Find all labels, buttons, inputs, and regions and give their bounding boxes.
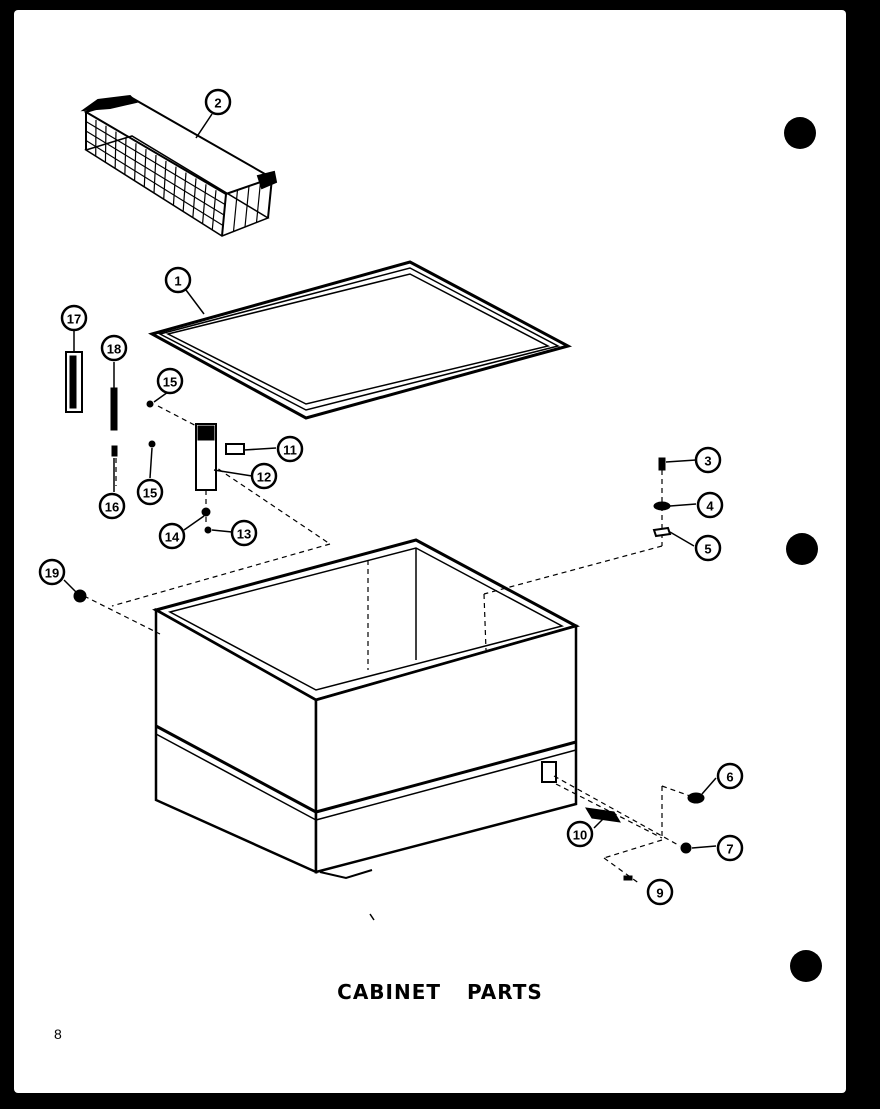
callout-circle (716, 834, 744, 862)
callout-16: 16 (98, 492, 126, 520)
callout-circle (694, 534, 722, 562)
callout-number: 10 (573, 828, 587, 843)
callout-number: 12 (257, 470, 271, 485)
callout-circle (98, 492, 126, 520)
callout-circle (38, 558, 66, 586)
callout-circle (694, 446, 722, 474)
callout-19: 19 (38, 558, 66, 586)
callout-circle (230, 519, 258, 547)
callout-7: 7 (716, 834, 744, 862)
callout-3: 3 (694, 446, 722, 474)
callout-number: 14 (165, 530, 180, 545)
callout-12: 12 (250, 462, 278, 490)
callout-circle (204, 88, 232, 116)
callout-13: 13 (230, 519, 258, 547)
callout-number: 15 (143, 486, 157, 501)
callout-number: 1 (174, 274, 181, 289)
callout-circle (136, 478, 164, 506)
callout-8: 18 (100, 334, 128, 362)
callout-circle (566, 820, 594, 848)
callout-leaders (63, 113, 717, 849)
callout-circle (156, 367, 184, 395)
binder-holes (784, 117, 822, 982)
callout-9: 9 (646, 878, 674, 906)
callout-number: 3 (704, 454, 711, 469)
callout-circle (696, 491, 724, 519)
callout-2: 2 (204, 88, 232, 116)
lid-gasket (148, 260, 573, 420)
callout-10: 10 (566, 820, 594, 848)
callout-number: 13 (237, 527, 251, 542)
callout-18: 15 (136, 478, 164, 506)
callout-14: 14 (158, 522, 186, 550)
callout-circle (250, 462, 278, 490)
callout-5: 5 (694, 534, 722, 562)
callout-number: 6 (726, 770, 733, 785)
callout-number: 16 (105, 500, 119, 515)
callout-number: 15 (163, 375, 177, 390)
callout-circle (646, 878, 674, 906)
callout-circle (276, 435, 304, 463)
basket-grid (85, 114, 273, 237)
callout-number: 11 (283, 443, 297, 458)
callout-number: 7 (726, 842, 733, 857)
callout-11: 11 (276, 435, 304, 463)
diagram-caption: CABINET PARTS (337, 980, 543, 1004)
callout-15: 15 (156, 367, 184, 395)
callout-circle (716, 762, 744, 790)
callout-4: 4 (696, 491, 724, 519)
callout-circle (100, 334, 128, 362)
callout-number: 17 (67, 312, 81, 327)
callout-circle (60, 304, 88, 332)
wire-basket (80, 94, 278, 237)
callout-number: 4 (706, 499, 714, 514)
page-number: 8 (54, 1026, 62, 1042)
callout-number: 2 (214, 96, 221, 111)
callout-number: 9 (656, 886, 663, 901)
callout-1: 1 (164, 266, 192, 294)
cabinet-box (152, 538, 580, 921)
callout-number: 18 (107, 342, 121, 357)
callout-6: 6 (716, 762, 744, 790)
callout-number: 19 (45, 566, 59, 581)
callout-circle (158, 522, 186, 550)
callout-number: 5 (704, 542, 711, 557)
callout-17: 17 (60, 304, 88, 332)
callout-circle (164, 266, 192, 294)
